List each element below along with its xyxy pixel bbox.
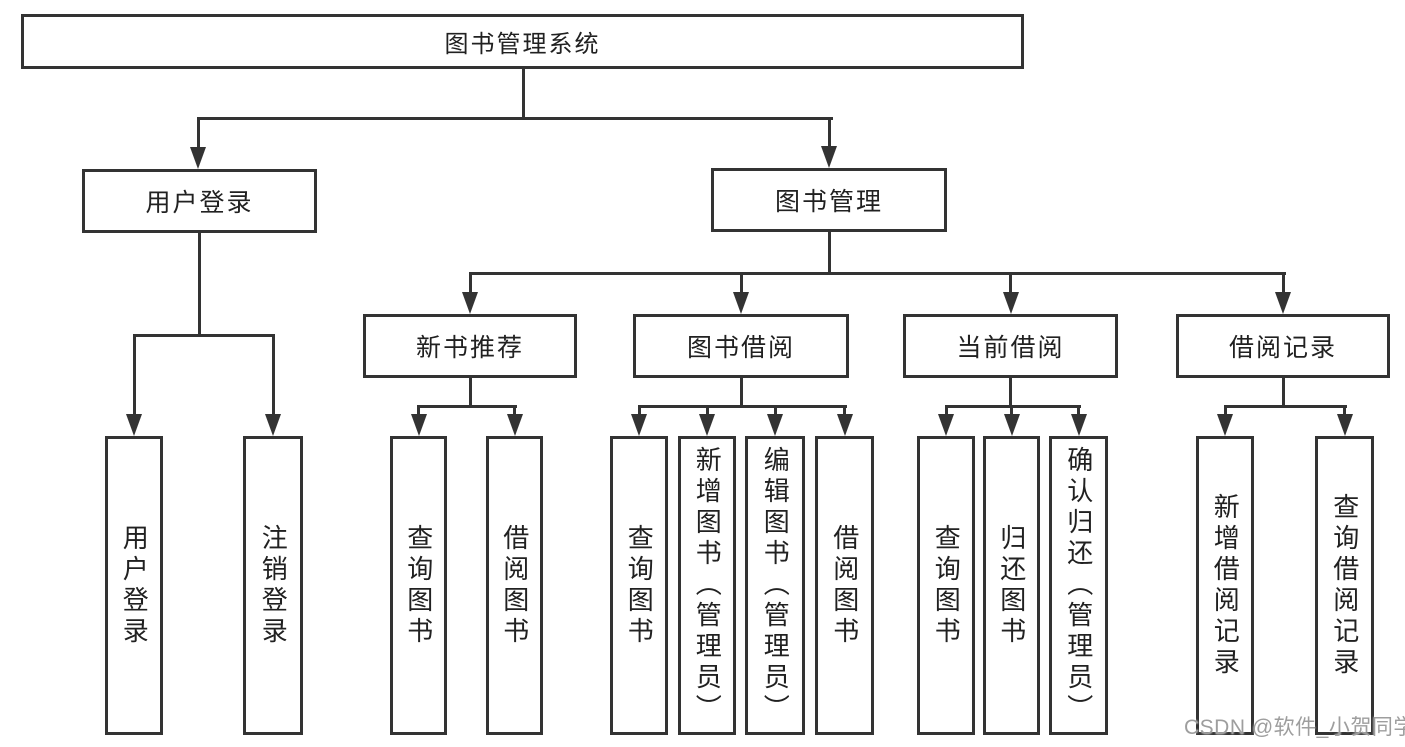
connector-line [773, 406, 777, 416]
arrowhead-icon [190, 147, 206, 169]
connector-line [1077, 406, 1080, 416]
leaf-return-books: 归还图书 [983, 436, 1040, 735]
connector-line [1009, 274, 1012, 294]
connector-line [1281, 274, 1285, 294]
arrowhead-icon [938, 414, 954, 436]
connector-line [196, 120, 200, 149]
leaf-query-books-newbook: 查询图书 [390, 436, 447, 735]
connector-line [468, 274, 472, 294]
connector-line [1223, 404, 1347, 408]
arrowhead-icon [410, 414, 427, 436]
node-user-login: 用户登录 [82, 169, 317, 233]
connector-line [468, 378, 472, 407]
node-current-borrowing: 当前借阅 [903, 314, 1118, 378]
leaf-edit-books-admin: 编辑图书（管理员） [745, 436, 805, 735]
connector-line [739, 378, 743, 407]
leaf-query-borrow-record: 查询借阅记录 [1315, 436, 1374, 735]
leaf-add-borrow-record: 新增借阅记录 [1196, 436, 1254, 735]
connector-line [1223, 406, 1227, 416]
connector-line [468, 271, 1286, 275]
node-new-book-recommendation: 新书推荐 [363, 314, 577, 378]
arrowhead-icon [767, 414, 783, 436]
arrowhead-icon [836, 414, 853, 436]
connector-line [132, 333, 275, 337]
leaf-query-books-borrow: 查询图书 [610, 436, 668, 735]
connector-line [1281, 378, 1285, 407]
node-book-borrowing: 图书借阅 [633, 314, 849, 378]
connector-line [827, 120, 831, 149]
connector-line [513, 406, 516, 416]
leaf-borrow-books-newbook: 借阅图书 [486, 436, 543, 735]
arrowhead-icon [1275, 292, 1291, 314]
leaf-confirm-return-admin: 确认归还（管理员） [1049, 436, 1108, 735]
arrowhead-icon [126, 414, 142, 436]
connector-line [637, 406, 641, 416]
arrowhead-icon [631, 414, 647, 436]
connector-line [739, 274, 743, 294]
leaf-borrow-books: 借阅图书 [815, 436, 874, 735]
node-borrowing-records: 借阅记录 [1176, 314, 1390, 378]
arrowhead-icon [506, 414, 523, 436]
connector-line [1010, 406, 1013, 416]
arrowhead-icon [1336, 414, 1353, 436]
arrowhead-icon [733, 292, 749, 314]
leaf-user-login: 用户登录 [105, 436, 163, 735]
leaf-add-books-admin: 新增图书（管理员） [678, 436, 736, 735]
arrowhead-icon [462, 292, 478, 314]
arrowhead-icon [1002, 292, 1019, 314]
arrowhead-icon [265, 414, 281, 436]
connector-line [827, 232, 831, 273]
arrowhead-icon [821, 146, 837, 168]
arrowhead-icon [699, 414, 715, 436]
connector-line [705, 406, 709, 416]
arrowhead-icon [1070, 414, 1087, 436]
connector-line [197, 233, 201, 336]
connector-line [196, 117, 833, 120]
arrowhead-icon [1217, 414, 1233, 436]
connector-line [132, 336, 136, 416]
connector-line [521, 69, 525, 118]
leaf-logout-login: 注销登录 [243, 436, 303, 735]
connector-line [843, 406, 846, 416]
connector-line [1009, 378, 1012, 407]
connector-line [271, 336, 275, 416]
watermark: CSDN @软件_小贺同学 [1184, 716, 1405, 739]
node-book-management: 图书管理 [711, 168, 947, 232]
connector-line [637, 404, 847, 408]
connector-line [944, 406, 948, 416]
connector-line [417, 404, 517, 408]
connector-line [1343, 406, 1346, 416]
node-library-system: 图书管理系统 [21, 14, 1024, 69]
leaf-query-books-current: 查询图书 [917, 436, 975, 735]
connector-line [417, 406, 420, 416]
arrowhead-icon [1003, 414, 1020, 436]
